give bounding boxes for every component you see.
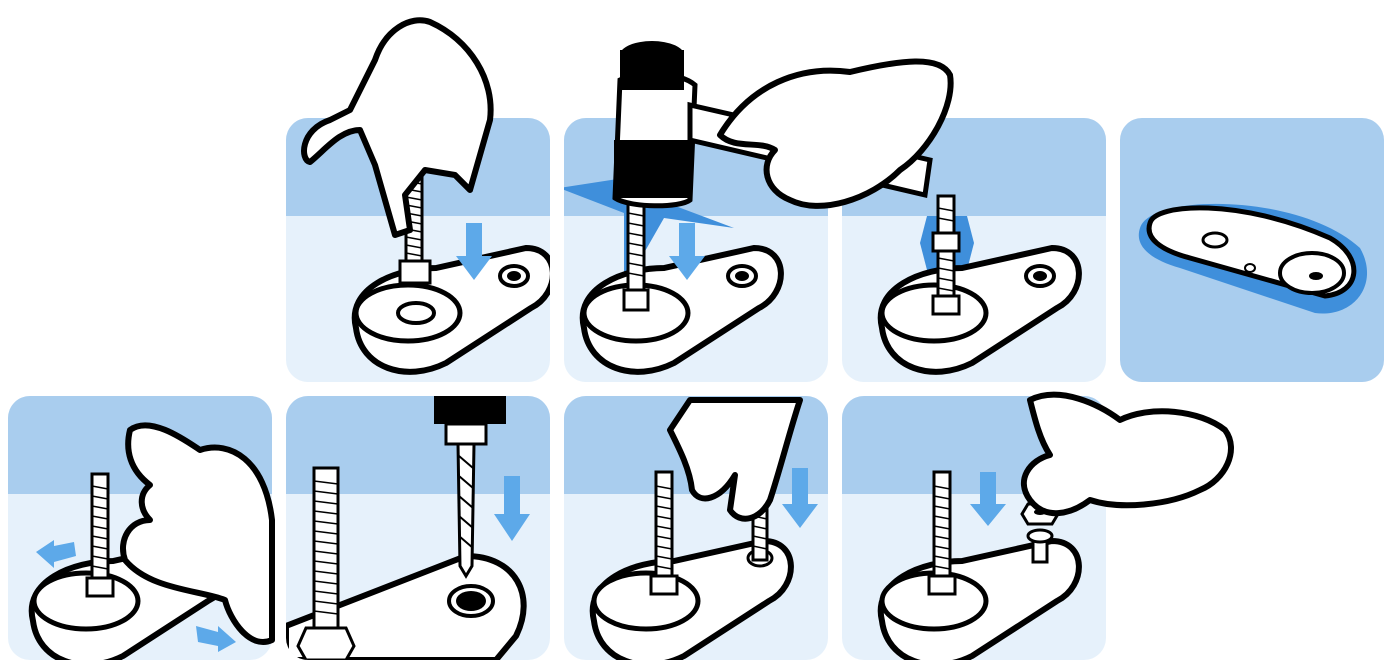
step-panel-3 (842, 118, 1106, 382)
step-panel-2 (564, 118, 828, 382)
insert-bolt-icon (564, 396, 828, 660)
leveling-foot-icon (1120, 118, 1384, 382)
position-base-icon (8, 396, 272, 660)
step-panel-5 (8, 396, 272, 660)
step-panel-7 (564, 396, 828, 660)
insert-stud-icon (286, 118, 550, 382)
step-panel-8 (842, 396, 1106, 660)
step-panel-4 (1120, 118, 1384, 382)
tighten-nut-icon (842, 118, 1106, 382)
step-panel-1 (286, 118, 550, 382)
fasten-nut-icon (842, 396, 1106, 660)
hammer-icon (564, 118, 828, 382)
drill-icon (286, 396, 550, 660)
step-panel-6 (286, 396, 550, 660)
